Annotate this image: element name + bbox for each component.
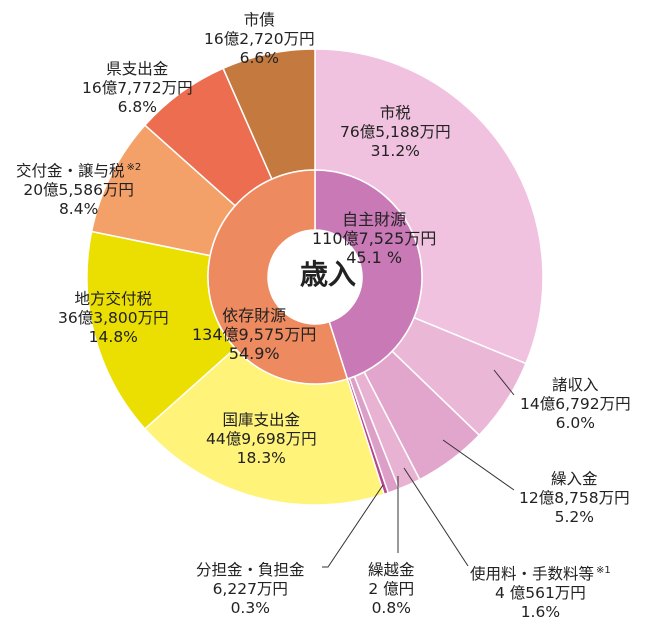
label-amount: 12億8,758万円 [519,489,630,507]
label-name: 繰入金 [551,470,598,488]
label-amount: 76億5,188万円 [340,123,451,141]
label-amount: 14億6,792万円 [520,395,631,413]
label-amount: 36億3,800万円 [58,309,169,327]
leader-line-0 [493,369,515,396]
label-percent: 0.3% [230,599,270,617]
inner-label-amount: 134億9,575万円 [192,325,317,344]
label-name: 分担金・負担金 [196,561,305,579]
label-note: ※2 [126,162,142,173]
leader-line-1 [442,439,515,491]
leader-line-2 [403,467,469,567]
label-kurikoshikin: 繰越金 2 億円 0.8% [368,561,415,618]
leader-lines [322,369,515,568]
inner-slice-0 [314,169,423,380]
label-buntankin: 分担金・負担金 6,227万円 0.3% [196,561,305,618]
inner-label-jishu: 自主財源 110億7,525万円 45.1 % [312,210,436,267]
label-name: 市税 [379,104,411,122]
label-name: 繰越金 [368,561,415,579]
label-name: 地方交付税 [74,290,153,308]
label-shoshunyu: 諸収入 14億6,792万円 6.0% [520,376,631,433]
center-hole [268,230,362,324]
label-name: 国庫支出金 [222,411,301,429]
inner-ring [207,169,423,385]
label-chihokofuzei: 地方交付税 36億3,800万円 14.8% [58,290,169,347]
label-percent: 6.0% [555,414,595,432]
label-percent: 6.6% [239,49,279,67]
label-percent: 1.6% [520,603,561,622]
label-percent: 31.2% [370,142,420,160]
label-percent: 6.8% [117,98,157,116]
label-amount: 16億7,772万円 [82,79,193,97]
label-amount: 16億2,720万円 [204,30,315,48]
label-amount: 4 億561万円 [494,584,586,603]
label-kurinyukin: 繰入金 12億8,758万円 5.2% [519,470,630,527]
label-kenshishutsu: 県支出金 16億7,772万円 6.8% [82,60,193,117]
label-kokko: 国庫支出金 44億9,698万円 18.3% [206,411,317,468]
label-shizei: 市税 76億5,188万円 31.2% [340,104,451,161]
label-name: 市債 [243,11,275,29]
label-amount: 2 億円 [368,580,415,598]
label-percent: 5.2% [554,508,594,526]
label-amount: 44億9,698万円 [206,430,317,448]
label-percent: 0.8% [371,599,411,617]
label-name: 諸収入 [552,376,599,394]
leader-line-4 [322,484,384,568]
label-percent: 18.3% [236,449,286,467]
label-name: 県支出金 [106,60,169,78]
label-amount: 20億5,586万円 [23,181,134,200]
label-percent: 8.4% [58,200,99,219]
label-kofukin: 交付金・譲与税※2 20億5,586万円 8.4% [16,158,141,219]
inner-label-name: 依存財源 [222,306,287,325]
chart-title: 歳入 [299,258,356,291]
outer-ring [86,48,544,506]
inner-label-amount: 110億7,525万円 [312,229,437,248]
label-name: 交付金・譲与税 [16,162,125,181]
label-amount: 6,227万円 [212,580,288,598]
inner-label-name: 自主財源 [342,210,407,229]
inner-label-percent: 45.1 % [346,248,403,267]
label-note: ※1 [596,565,611,576]
inner-label-percent: 54.9% [228,344,280,363]
label-shisai: 市債 16億2,720万円 6.6% [204,11,315,68]
label-shiyoryo: 使用料・手数料等※1 4 億561万円 1.6% [470,561,611,622]
label-percent: 14.8% [88,328,138,346]
inner-label-izon: 依存財源 134億9,575万円 54.9% [192,306,316,363]
label-name: 使用料・手数料等 [470,565,595,584]
